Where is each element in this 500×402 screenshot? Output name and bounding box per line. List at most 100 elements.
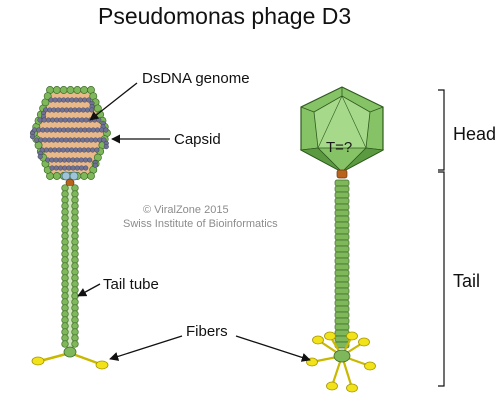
tail-bead	[61, 262, 69, 270]
capsid-bead	[73, 86, 82, 94]
tail-bead	[61, 214, 69, 222]
tail-bead	[71, 292, 79, 300]
tail-bead	[61, 208, 69, 216]
dna-bead	[73, 127, 80, 133]
tail-bead	[71, 274, 79, 282]
fiber-tip	[358, 337, 370, 347]
dna-bead	[50, 117, 56, 123]
tail-bead	[71, 220, 79, 228]
dna-bead	[88, 137, 94, 143]
dna-bead	[59, 107, 65, 113]
fiber-tip	[31, 356, 45, 366]
tail-bead	[61, 196, 69, 204]
tail-lumen	[67, 186, 73, 350]
capsid-bead	[80, 172, 89, 180]
tail-bead	[61, 256, 69, 264]
sheath-ring	[334, 245, 350, 253]
dna-bead	[65, 127, 71, 133]
dna-bead	[38, 137, 44, 143]
bracket-tail: Tail	[438, 171, 480, 387]
dna-bead	[69, 127, 75, 133]
tail-bead	[61, 220, 69, 228]
surface-view-phage: T=?	[299, 86, 385, 393]
tail-bead	[71, 334, 79, 342]
dna-bead	[29, 134, 36, 140]
tail-bead	[71, 310, 79, 318]
tail-bead	[71, 226, 79, 234]
tail-bead	[61, 244, 69, 252]
label-dsdna-genome: DsDNA genome	[142, 70, 250, 87]
dna-bead	[60, 147, 66, 153]
dna-bead	[77, 147, 83, 153]
sheath-ring	[334, 197, 350, 205]
tail-bead	[71, 196, 79, 204]
dna-bead	[73, 147, 79, 153]
dna-bead	[82, 127, 88, 133]
tail-bead	[61, 340, 69, 348]
sheath-ring	[334, 239, 350, 247]
fiber-tip	[312, 335, 324, 345]
dna-bead	[59, 137, 65, 143]
dna-bead	[63, 107, 70, 113]
dna-bead	[67, 137, 73, 143]
dna-bead	[48, 127, 54, 133]
tail-bead	[61, 286, 69, 294]
tail-bead	[61, 304, 69, 312]
dna-bead	[82, 157, 89, 163]
dna-bead	[55, 137, 61, 143]
dna-bead	[41, 117, 47, 123]
dna-bead	[69, 97, 75, 103]
arrow-fibers-left	[109, 335, 183, 361]
dna-bead	[69, 147, 75, 153]
tail-bead	[71, 184, 79, 192]
tail-bead	[71, 244, 79, 252]
label-head: Head	[453, 124, 496, 144]
dna-bead	[77, 97, 83, 103]
dna-bead	[34, 137, 40, 143]
sheath-ring	[334, 323, 350, 331]
fiber-tip	[346, 331, 358, 341]
tail-bead	[61, 184, 69, 192]
dna-bead	[56, 147, 62, 153]
baseplate	[333, 349, 351, 363]
dna-bead	[97, 137, 103, 143]
dna-bead	[46, 137, 52, 143]
sheath-ring	[334, 227, 350, 235]
tail-bead	[61, 238, 69, 246]
tail-bead	[71, 190, 79, 198]
tail-connector	[336, 169, 348, 179]
baseplate	[63, 346, 77, 358]
dna-bead	[74, 157, 80, 163]
dna-bead	[92, 137, 99, 143]
dna-bead	[43, 147, 49, 153]
sheath-ring	[334, 305, 350, 313]
arrow-fibers-right	[235, 335, 311, 362]
dna-bead	[78, 165, 85, 171]
dna-bead	[72, 107, 78, 113]
sheath-ring	[334, 275, 350, 283]
dna-bead	[73, 97, 79, 103]
tail-bead	[71, 328, 79, 336]
cross-section-phage	[29, 86, 111, 370]
dna-bead	[57, 165, 64, 171]
dna-bead	[94, 147, 100, 153]
arrow-tail-tube	[77, 283, 101, 297]
dna-bead	[61, 127, 67, 133]
callouts: DsDNA genome Capsid Tail tube Fibers	[77, 70, 311, 362]
fiber-tip	[326, 381, 338, 391]
dna-bead	[79, 117, 85, 123]
tail-bead	[71, 340, 79, 348]
dna-bead	[48, 97, 54, 103]
sheath-ring	[334, 281, 350, 289]
tail-bead	[61, 310, 69, 318]
tail-bead	[71, 202, 79, 210]
tail-bead	[71, 250, 79, 258]
tail-bead	[61, 298, 69, 306]
dna-bead	[53, 165, 59, 171]
fiber-tip	[364, 361, 376, 371]
tail-bead	[71, 262, 79, 270]
dna-bead	[61, 97, 67, 103]
fiber-tip	[324, 331, 336, 341]
dna-bead	[37, 154, 43, 160]
